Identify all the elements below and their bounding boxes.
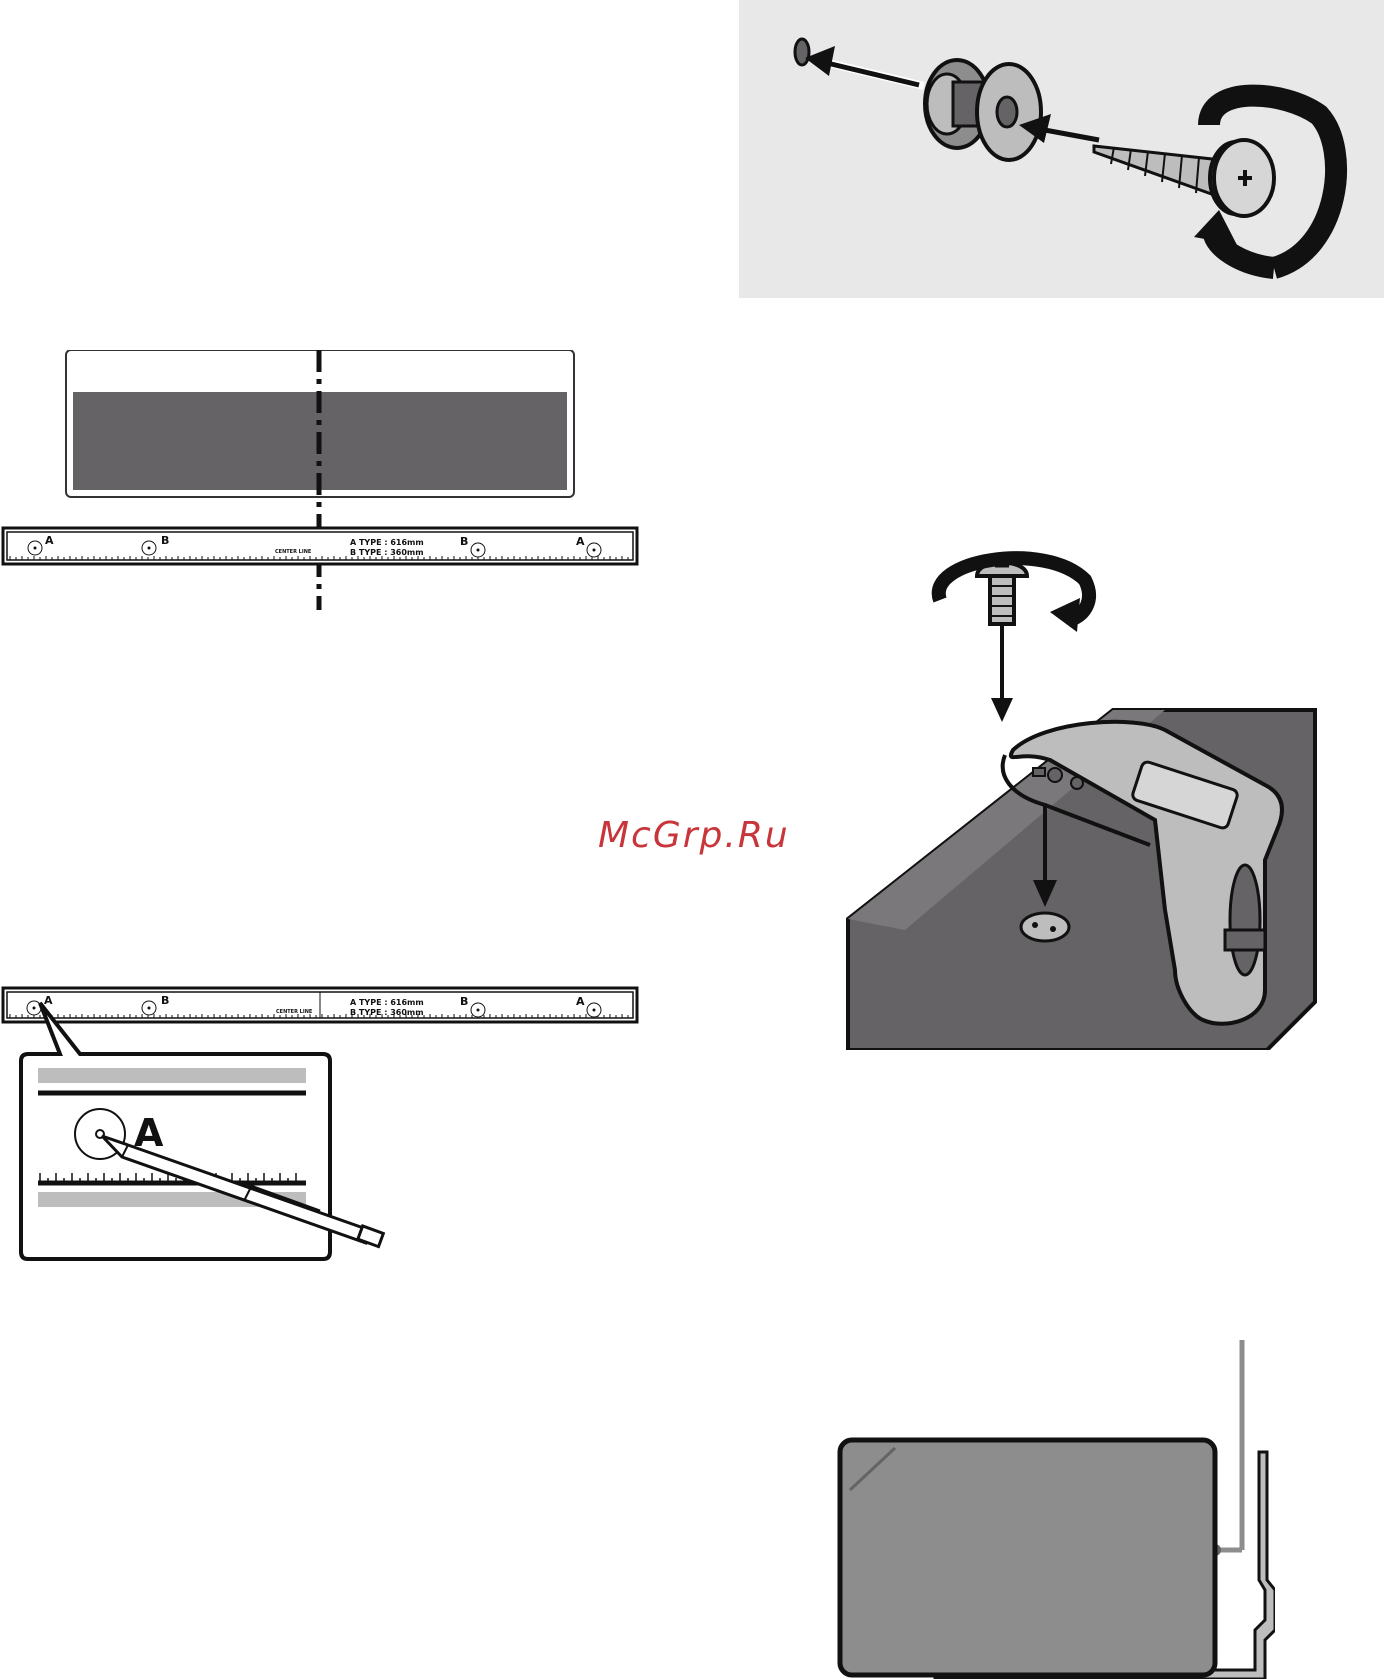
zoom-callout: A	[21, 1003, 330, 1259]
ruler-center-label: CENTER LINE	[275, 549, 312, 555]
watermark: McGrp.Ru	[598, 815, 790, 856]
ruler-type-b: B TYPE : 360mm	[350, 1008, 424, 1017]
mark-hole-figure: A B CENTER LINE A TYPE : 616mm B TYPE : …	[0, 985, 640, 1270]
bracket-attach-figure	[845, 550, 1325, 1050]
screw-spacer-figure	[739, 0, 1384, 298]
ruler-mark-a-right: A	[576, 995, 585, 1008]
tv-body	[840, 1440, 1215, 1675]
ruler-mark-b-right: B	[460, 535, 468, 548]
tv-wall-tether-figure	[835, 1340, 1275, 1679]
template-alignment-figure: A B CENTER LINE A TYPE : 616mm B TYPE : …	[0, 350, 640, 620]
bracket-screw-icon	[977, 563, 1027, 625]
ruler-mark-b-left: B	[161, 994, 169, 1007]
template-ruler: A B CENTER LINE A TYPE : 616mm B TYPE : …	[3, 988, 637, 1022]
ruler-type-b: B TYPE : 360mm	[350, 548, 424, 557]
ruler-type-a: A TYPE : 616mm	[350, 538, 424, 547]
ruler-mark-a-right: A	[576, 535, 585, 548]
stand-screw-hole	[1021, 913, 1069, 941]
ruler-type-a: A TYPE : 616mm	[350, 998, 424, 1007]
ruler-mark-b-left: B	[161, 534, 169, 547]
ruler-mark-b-right: B	[460, 995, 468, 1008]
wall-hole	[795, 39, 809, 65]
ruler-mark-a-left: A	[44, 994, 53, 1007]
template-ruler: A B CENTER LINE A TYPE : 616mm B TYPE : …	[3, 528, 637, 564]
ruler-center-label: CENTER LINE	[276, 1009, 313, 1015]
ruler-mark-a-left: A	[45, 534, 54, 547]
